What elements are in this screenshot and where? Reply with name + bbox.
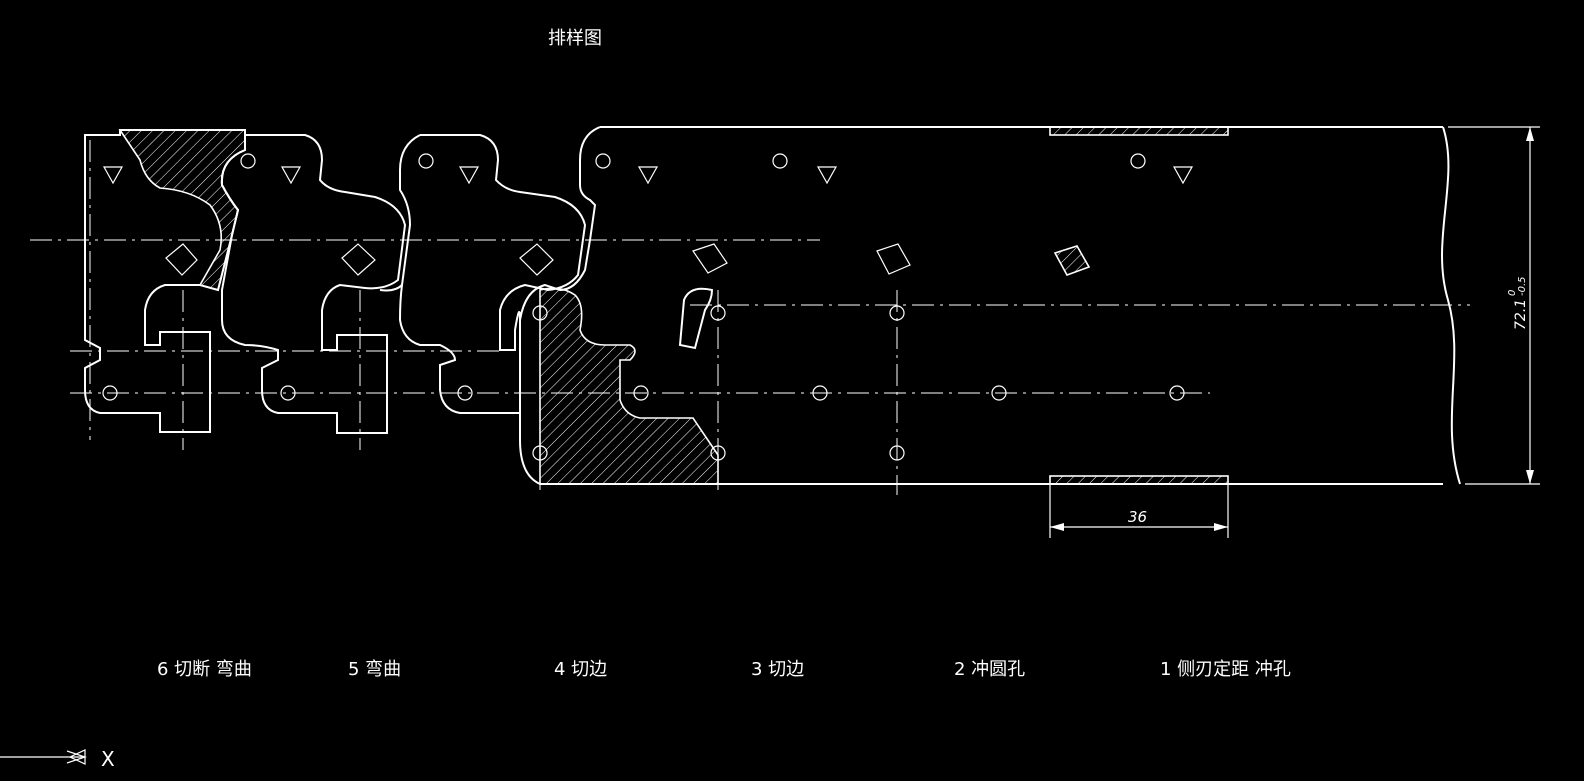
ucs-x-axis-icon: X (0, 747, 115, 771)
station-label-2: 2 冲圆孔 (954, 659, 1025, 680)
drawing-title: 排样图 (548, 28, 602, 49)
part-station-1 (1053, 153, 1194, 401)
station-labels: 6 切断 弯曲 5 弯曲 4 切边 3 切边 2 冲圆孔 1 侧刃定距 冲孔 (157, 659, 1291, 680)
dimension-tol-lower: -0.5 (1517, 276, 1528, 296)
dimension-tol-upper: 0 (1507, 290, 1518, 296)
part-station-2 (772, 153, 1007, 461)
side-cut-top (1049, 126, 1229, 136)
centre-lines (30, 140, 1470, 495)
station-label-5: 5 弯曲 (348, 659, 401, 680)
part-station-5 (220, 134, 407, 434)
dimension-36-text: 36 (1128, 508, 1147, 526)
dimension-width: 72.1 0 -0.5 (1448, 126, 1540, 485)
side-cut-bottom (1049, 475, 1229, 485)
part-station-6 (84, 129, 246, 433)
station-label-1: 1 侧刃定距 冲孔 (1160, 659, 1291, 680)
part-station-4-upper (379, 134, 587, 440)
station-label-6: 6 切断 弯曲 (157, 659, 252, 680)
axis-x-label: X (101, 747, 115, 771)
station-label-3: 3 切边 (751, 659, 804, 680)
station-label-4: 4 切边 (554, 659, 607, 680)
dimension-width-text: 72.1 (1513, 299, 1529, 330)
dimension-36: 36 (1049, 484, 1229, 538)
strip-outline (600, 126, 1461, 485)
